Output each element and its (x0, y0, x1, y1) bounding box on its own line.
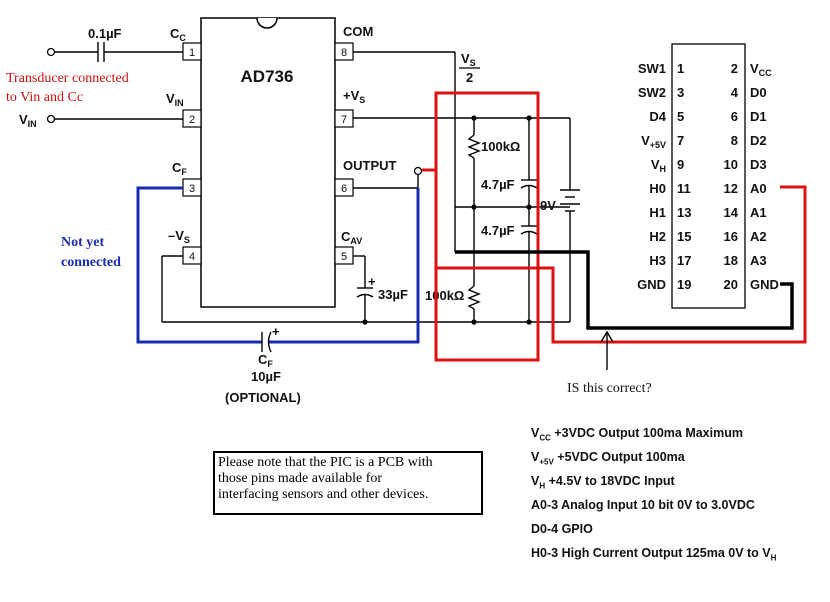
header-right-label: D0 (750, 85, 767, 100)
header-left-label: GND (637, 277, 666, 292)
spec-v5: V+5V +5VDC Output 100ma (531, 450, 685, 467)
label-pos-vs: +VS (343, 88, 365, 105)
label-cav-val: 33µF (378, 287, 408, 302)
label-vs2-den: 2 (466, 70, 473, 85)
header-pin-right: 8 (731, 133, 738, 148)
header-left-label: VH (651, 157, 666, 174)
header-left-label: H1 (649, 205, 666, 220)
label-c-in: 0.1µF (88, 26, 122, 41)
spec-gpio: D0-4 GPIO (531, 522, 593, 536)
header-pin-left: 9 (677, 157, 684, 172)
header-right-label: A0 (750, 181, 767, 196)
header-pin-right: 4 (731, 85, 739, 100)
label-cf-plus: + (272, 324, 280, 339)
label-neg-vs: –VS (168, 228, 190, 245)
header-pin-left: 5 (677, 109, 684, 124)
header-right-label: GND (750, 277, 779, 292)
header-right-label: VCC (750, 61, 772, 78)
supply-wiring (353, 51, 580, 325)
note-line-1: Please note that the PIC is a PCB with (218, 455, 433, 470)
header-pin-right: 6 (731, 109, 738, 124)
label-output: OUTPUT (343, 158, 397, 173)
header-pin-right: 12 (724, 181, 738, 196)
header-right-label: A2 (750, 229, 767, 244)
transducer-note-2: to Vin and Cc (6, 90, 83, 105)
specs-list: VCC +3VDC Output 100ma Maximum V+5V +5VD… (531, 424, 826, 568)
header-left-label: V+5V (641, 133, 666, 150)
label-vin-input: VIN (19, 112, 37, 129)
cf-wiring-blue (136, 186, 420, 353)
question-arrow (600, 330, 614, 370)
transducer-note-1: Transducer connected (6, 71, 129, 86)
spec-vcc: VCC +3VDC Output 100ma Maximum (531, 426, 743, 443)
ic-name: AD736 (241, 67, 294, 86)
label-cf-pin: CF (172, 160, 187, 177)
spec-high-current: H0-3 High Current Output 125ma 0V to VH (531, 546, 777, 563)
header-pin-right: 2 (731, 61, 738, 76)
pic-header (671, 43, 746, 309)
label-cf-cap: CF (258, 352, 273, 369)
label-cav-plus: + (368, 274, 376, 289)
header-pin-left: 17 (677, 253, 691, 268)
pin-7: 7 (341, 114, 347, 126)
pin-2: 2 (189, 114, 195, 126)
header-pin-right: 16 (724, 229, 738, 244)
header-left-label: H2 (649, 229, 666, 244)
header-pin-left: 3 (677, 85, 684, 100)
label-vin-pin: VIN (166, 91, 184, 108)
header-pin-right: 10 (724, 157, 738, 172)
pin-3: 3 (189, 183, 195, 195)
label-com: COM (343, 24, 373, 39)
not-yet-note-2: connected (61, 255, 121, 270)
header-pin-left: 11 (677, 181, 691, 196)
header-left-label: SW2 (638, 85, 666, 100)
not-yet-note-1: Not yet (61, 235, 104, 250)
label-cf-val: 10µF (251, 369, 281, 384)
red-output-wire (422, 168, 807, 344)
label-r-bottom: 100kΩ (425, 288, 464, 303)
ad736-chip: AD736 1 2 3 4 8 7 6 5 (182, 17, 354, 308)
label-optional: (OPTIONAL) (225, 390, 301, 405)
label-c2: 4.7µF (481, 223, 515, 238)
pin-5: 5 (341, 251, 347, 263)
header-left-label: H0 (649, 181, 666, 196)
header-pin-right: 14 (724, 205, 739, 220)
header-pin-left: 15 (677, 229, 691, 244)
pin-1: 1 (189, 47, 195, 59)
label-vs2: VS (461, 51, 476, 68)
header-left-label: SW1 (638, 61, 666, 76)
label-battery: 9V (540, 198, 556, 213)
header-pin-left: 13 (677, 205, 691, 220)
pin-6: 6 (341, 183, 347, 195)
label-c1: 4.7µF (481, 177, 515, 192)
note-line-2: those pins made available for (218, 471, 383, 486)
label-cav: CAV (341, 229, 362, 246)
header-pin-right: 20 (724, 277, 738, 292)
header-pin-right: 18 (724, 253, 738, 268)
label-r-top: 100kΩ (481, 139, 520, 154)
header-left-label: H3 (649, 253, 666, 268)
header-right-label: D2 (750, 133, 767, 148)
header-pin-left: 19 (677, 277, 691, 292)
note-box: Please note that the PIC is a PCB with t… (213, 451, 483, 515)
pin-4: 4 (189, 251, 195, 263)
label-cc: CC (170, 26, 186, 43)
header-left-label: D4 (649, 109, 666, 124)
header-right-label: D1 (750, 109, 767, 124)
spec-vh: VH +4.5V to 18VDC Input (531, 474, 675, 491)
black-ground-wire (455, 250, 794, 330)
header-right-label: A1 (750, 205, 767, 220)
header-right-label: D3 (750, 157, 767, 172)
header-right-label: A3 (750, 253, 767, 268)
note-line-3: interfacing sensors and other devices. (218, 487, 429, 502)
header-pin-left: 7 (677, 133, 684, 148)
spec-analog: A0-3 Analog Input 10 bit 0V to 3.0VDC (531, 498, 755, 512)
question-text: IS this correct? (567, 381, 652, 396)
pin-8: 8 (341, 47, 347, 59)
header-pin-left: 1 (677, 61, 684, 76)
